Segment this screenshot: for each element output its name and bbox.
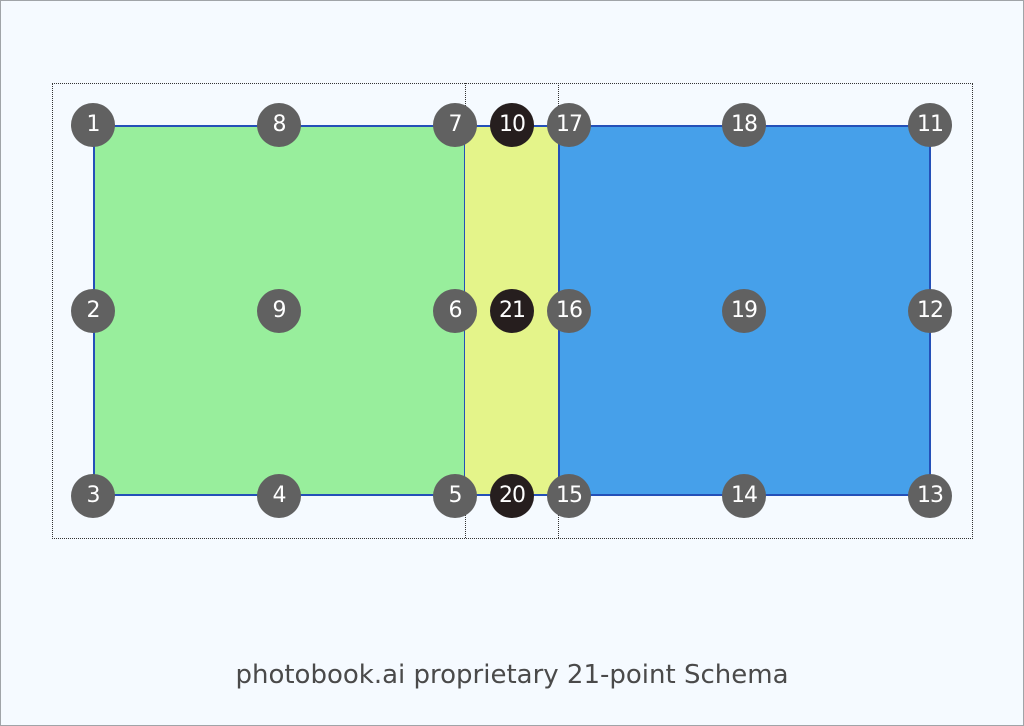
bleed-outline — [52, 83, 973, 539]
schema-point-11: 11 — [908, 103, 952, 147]
schema-point-21: 21 — [490, 289, 534, 333]
schema-point-2: 2 — [71, 289, 115, 333]
schema-point-1: 1 — [71, 103, 115, 147]
schema-point-10: 10 — [490, 103, 534, 147]
schema-point-9: 9 — [257, 289, 301, 333]
diagram-caption: photobook.ai proprietary 21-point Schema — [235, 660, 789, 690]
schema-point-12: 12 — [908, 289, 952, 333]
schema-point-8: 8 — [257, 103, 301, 147]
schema-point-17: 17 — [547, 103, 591, 147]
schema-point-15: 15 — [547, 474, 591, 518]
schema-point-14: 14 — [722, 474, 766, 518]
schema-point-18: 18 — [722, 103, 766, 147]
schema-point-6: 6 — [433, 289, 477, 333]
schema-point-5: 5 — [433, 474, 477, 518]
schema-point-16: 16 — [547, 289, 591, 333]
schema-point-20: 20 — [490, 474, 534, 518]
schema-point-7: 7 — [433, 103, 477, 147]
schema-point-3: 3 — [71, 474, 115, 518]
schema-point-4: 4 — [257, 474, 301, 518]
schema-point-13: 13 — [908, 474, 952, 518]
schema-point-19: 19 — [722, 289, 766, 333]
